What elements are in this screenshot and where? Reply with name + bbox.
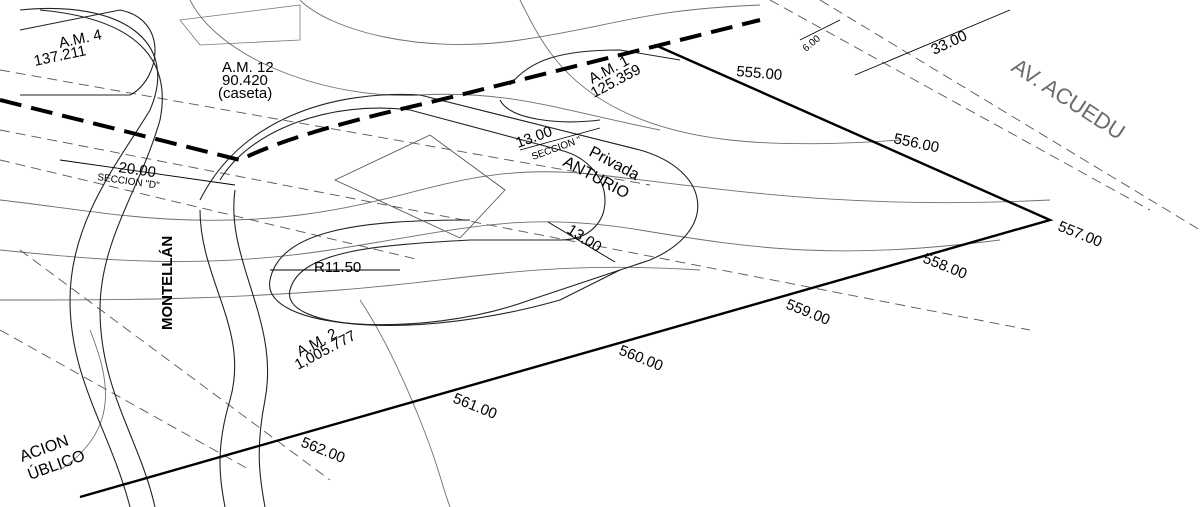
contour-label-561: 561.00	[451, 390, 500, 423]
dim-6-label: 6.00	[801, 33, 823, 54]
contour-lines	[0, 0, 1051, 507]
dim-20-label: 20.00	[117, 159, 157, 181]
contour-label-557: 557.00	[1056, 218, 1105, 251]
am12-name: A.M. 12	[222, 59, 274, 76]
text-labels: A.M. 4 137.211 A.M. 12 90.420 (caseta) A…	[18, 26, 1130, 483]
caseta-outline	[333, 134, 506, 239]
am4-parcel-outline	[19, 9, 156, 96]
dashed-reference-lines	[0, 0, 1200, 481]
contour-label-555: 555.00	[736, 63, 783, 84]
am12-note: (caseta)	[218, 85, 272, 102]
contour-label-559: 559.00	[784, 296, 833, 329]
caseta-top-box	[179, 4, 301, 46]
am4-area: 137.211	[32, 42, 87, 70]
montellan-street-label: MONTELLÁN	[159, 236, 176, 330]
am12-area: 90.420	[222, 72, 268, 89]
contour-elevation-labels: 555.00 556.00 557.00 558.00 559.00 560.0…	[299, 63, 1105, 467]
road-outlines	[19, 8, 699, 507]
dim-33-label: 33.00	[929, 27, 970, 58]
contour-label-558: 558.00	[921, 250, 970, 283]
lot-boundary	[79, 43, 1054, 499]
dim-radius-label: R11.50	[314, 259, 361, 276]
av-acueducto-label: AV. ACUEDU	[1007, 53, 1129, 145]
dim-13-side-label: 13.00	[564, 221, 605, 256]
dimension-lines	[59, 9, 1011, 271]
contour-label-560: 560.00	[617, 342, 666, 375]
boundary-dashed-line	[0, 18, 761, 163]
